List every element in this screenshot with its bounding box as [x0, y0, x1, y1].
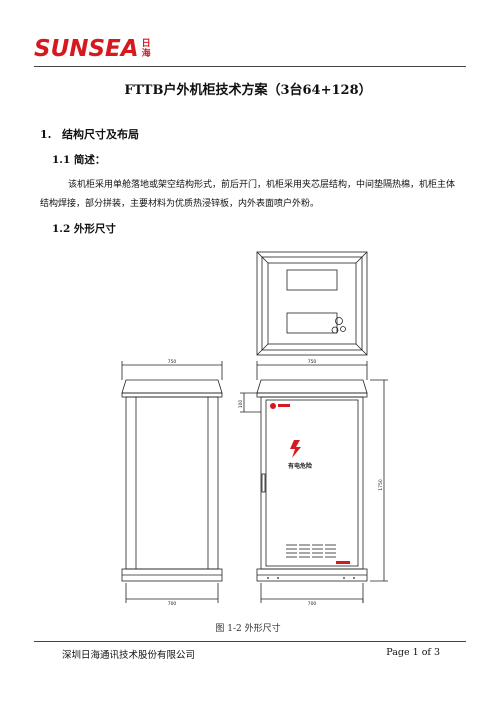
document-title: FTTB户外机柜技术方案（3台64+128） [124, 83, 372, 98]
side-view [121, 361, 223, 603]
overview-paragraph: 该机柜采用单舱落地或架空结构形式，前后开门，机柜采用夹芯层结构，中间垫隔热棉，机… [40, 180, 456, 209]
sunsea-logo: SUNSEA 日海 [34, 36, 152, 62]
dim-bottom-right: 700 [308, 601, 317, 607]
logo-cn: 日海 [141, 39, 151, 59]
section-1-heading: 1. 结构尺寸及布局 [40, 126, 139, 142]
footer-company: 深圳日海通讯技术股份有限公司 [62, 650, 196, 661]
figure-caption: 图 1-2 外形尺寸 [215, 624, 281, 634]
header-rule [34, 66, 466, 67]
vent-grille [286, 544, 336, 558]
dim-height: 1750 [378, 479, 384, 491]
footer-rule [34, 641, 466, 642]
section-1-number: 1. [40, 128, 52, 141]
front-details [267, 403, 355, 579]
top-view [256, 251, 368, 356]
section-1-title: 结构尺寸及布局 [62, 128, 139, 141]
footer-page-number: Page 1 of 3 [386, 647, 440, 658]
front-view [240, 361, 388, 603]
section-1-1-heading: 1.1 简述： [52, 154, 106, 166]
dim-top-right: 750 [308, 359, 317, 365]
section-1-2-heading: 1.2 外形尺寸 [52, 223, 116, 235]
dim-top-left: 750 [168, 359, 177, 365]
dim-roof-height: 100 [238, 400, 244, 409]
door-warning-label: 有电危险 [288, 462, 313, 470]
lightning-icon [290, 440, 301, 458]
dim-bottom-left: 700 [168, 601, 177, 607]
logo-text: SUNSEA [34, 36, 139, 62]
